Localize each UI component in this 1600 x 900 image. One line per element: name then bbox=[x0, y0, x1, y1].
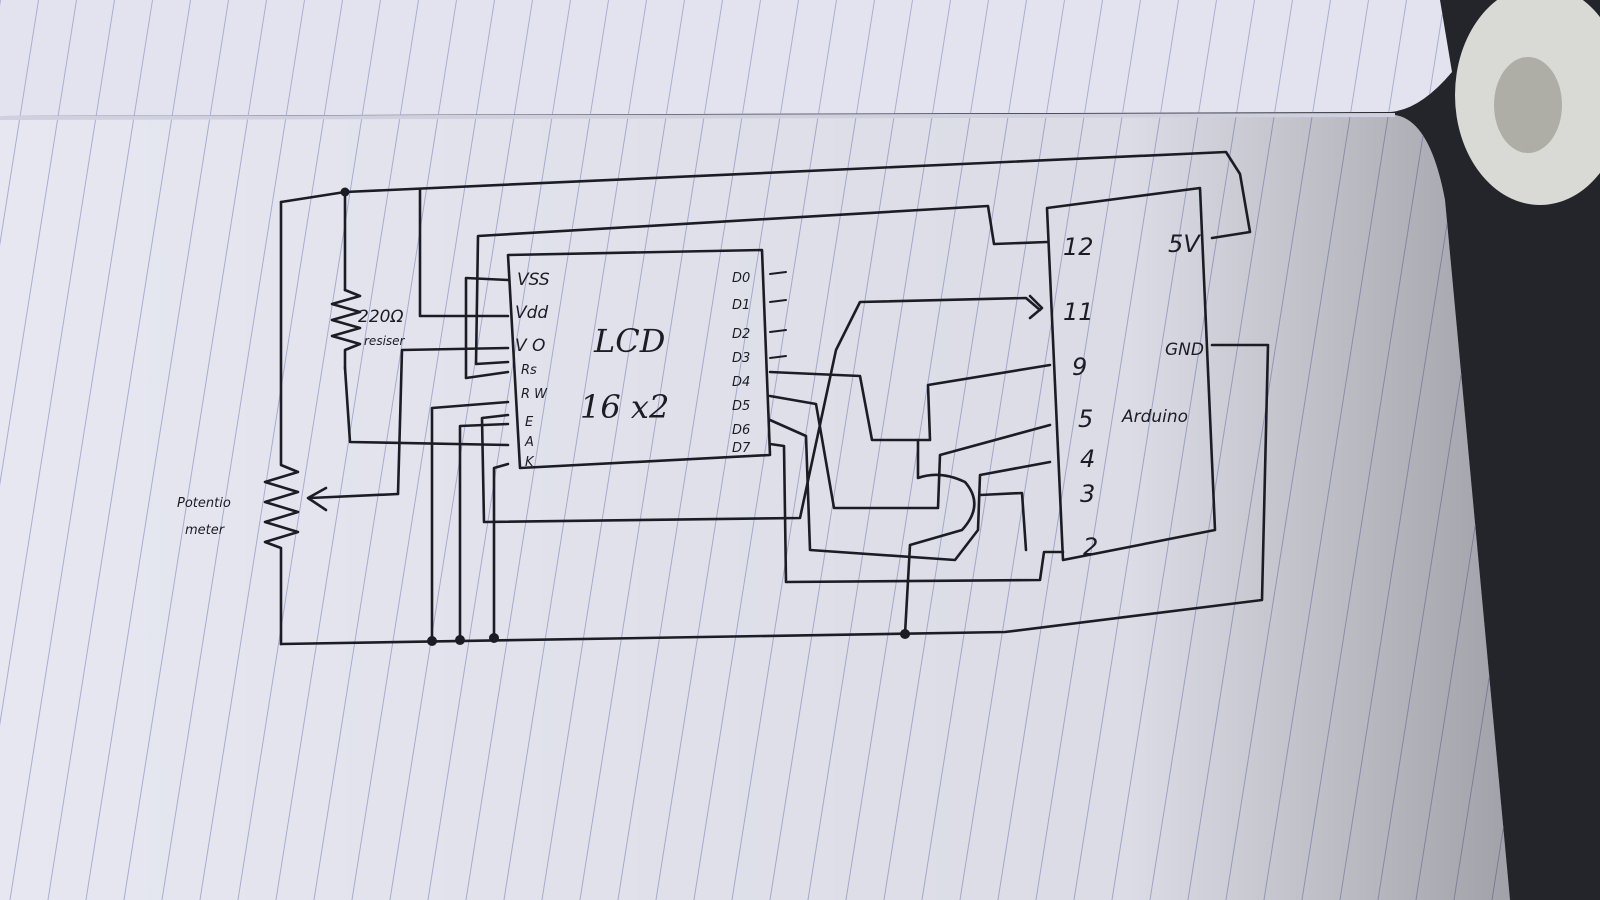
lcd-pin-vss: VSS bbox=[517, 270, 550, 290]
resistor-symbol bbox=[330, 288, 362, 370]
lcd-subtitle: 16 x2 bbox=[580, 388, 669, 426]
e-side-wire bbox=[458, 422, 510, 642]
lcd-pin-d5: D5 bbox=[732, 399, 750, 414]
vdd-wire bbox=[418, 188, 510, 318]
arduino-5v: 5V bbox=[1168, 230, 1201, 258]
lcd-pin-d2: D2 bbox=[732, 327, 750, 342]
resistor-value: 220Ω bbox=[358, 307, 403, 327]
lcd-pin-d0: D0 bbox=[732, 271, 750, 286]
lcd-title: LCD bbox=[593, 322, 665, 360]
resistor-220: 220Ω resiser bbox=[330, 288, 406, 370]
potentiometer-wiper bbox=[306, 486, 400, 512]
pin3-wire bbox=[978, 491, 1028, 552]
circuit-diagram: 220Ω resiser Potentio meter LCD 16 x2 VS… bbox=[177, 150, 1270, 646]
lcd-pin-k: K bbox=[525, 455, 535, 470]
potentiometer-label-2: meter bbox=[185, 523, 226, 538]
rw-to-gnd-wire bbox=[430, 400, 510, 643]
arduino-label: Arduino bbox=[1121, 407, 1188, 427]
d7-to-pin2-wire bbox=[768, 442, 1065, 584]
potentiometer-symbol bbox=[263, 200, 300, 646]
resistor-to-a-wire bbox=[343, 366, 510, 447]
arduino-pin-2: 2 bbox=[1083, 533, 1098, 561]
rs-to-pin12-wire bbox=[474, 204, 1049, 366]
lcd-pin-d6: D6 bbox=[732, 423, 750, 438]
lcd-pin-d4: D4 bbox=[732, 375, 750, 390]
arduino-outline bbox=[1045, 186, 1217, 562]
potentiometer: Potentio meter bbox=[177, 200, 510, 646]
d5-to-pin5-wire bbox=[768, 394, 1052, 510]
crossover-wire bbox=[903, 438, 976, 636]
d6-to-pin4-wire bbox=[768, 418, 1052, 562]
arduino-gnd: GND bbox=[1165, 340, 1204, 360]
lcd-pin-d7: D7 bbox=[732, 441, 751, 456]
lcd-module: LCD 16 x2 VSS Vdd V O Rs R W E A K D0 D1… bbox=[506, 248, 787, 470]
d4-to-pin9-wire bbox=[768, 363, 1052, 442]
lcd-pin-e: E bbox=[525, 415, 534, 430]
vcc-rail-wire bbox=[279, 150, 1252, 240]
lcd-pin-d1: D1 bbox=[732, 298, 750, 313]
arduino-pin-3: 3 bbox=[1080, 480, 1095, 508]
lcd-outline bbox=[506, 248, 772, 470]
lcd-pin-rs: Rs bbox=[521, 363, 537, 378]
k-to-gnd-wire bbox=[492, 462, 510, 640]
lcd-pin-vo: V O bbox=[515, 336, 545, 356]
arduino-pin-11: 11 bbox=[1063, 298, 1094, 326]
wiper-to-vo-wire bbox=[396, 346, 510, 496]
resistor-label: resiser bbox=[364, 334, 406, 348]
lcd-pin-d3: D3 bbox=[732, 351, 750, 366]
arduino-pin-12: 12 bbox=[1063, 233, 1094, 261]
lcd-pin-vdd: Vdd bbox=[515, 303, 548, 323]
arduino-board: Arduino 12 11 9 5 4 3 2 5V GND bbox=[1045, 186, 1217, 562]
arduino-pin-4: 4 bbox=[1080, 445, 1095, 473]
gnd-rail-wire bbox=[279, 343, 1270, 646]
lcd-pin-rw: R W bbox=[521, 387, 548, 402]
arduino-pin-5: 5 bbox=[1078, 405, 1093, 433]
potentiometer-label-1: Potentio bbox=[177, 496, 231, 511]
vss-wire bbox=[464, 276, 510, 380]
arduino-pin-9: 9 bbox=[1072, 353, 1087, 381]
lcd-pin-a: A bbox=[524, 435, 534, 450]
e-to-pin11-wire bbox=[480, 294, 1044, 524]
